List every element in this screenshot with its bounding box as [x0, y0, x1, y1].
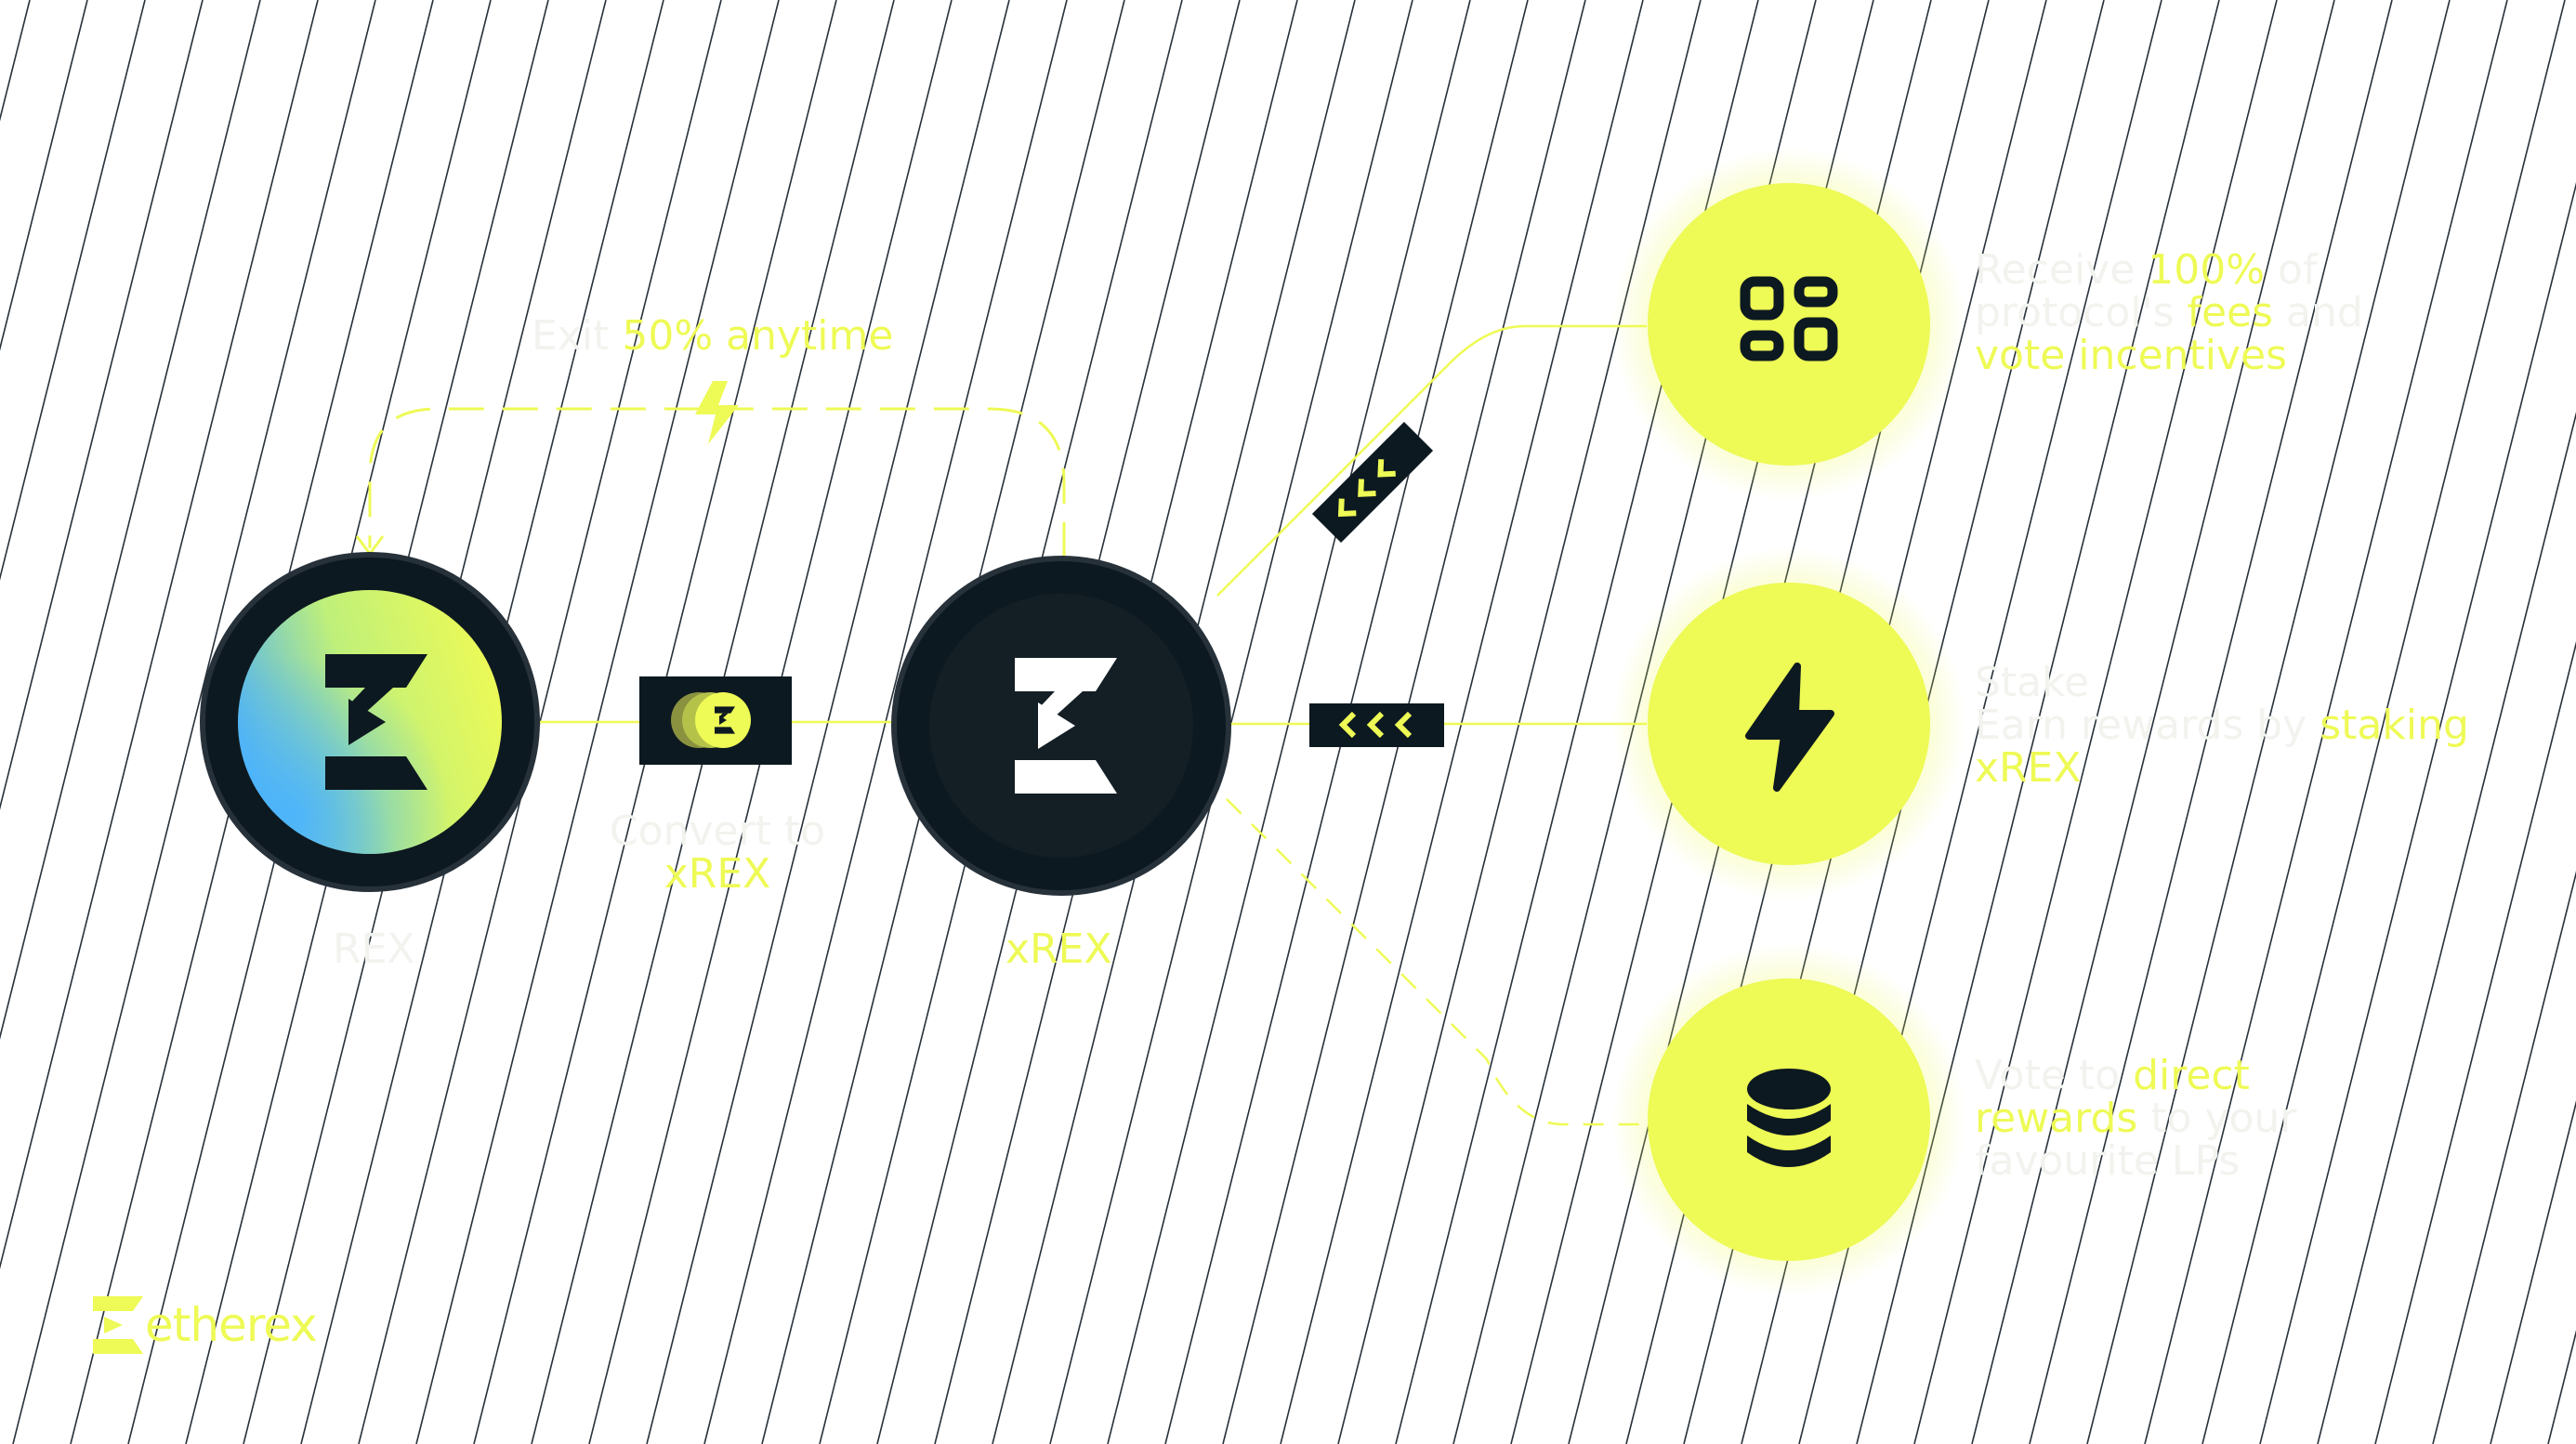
- xrex-token: [891, 556, 1231, 896]
- benefit-text-part: 100%: [2148, 246, 2266, 294]
- background-line: [2201, 0, 2566, 1444]
- convert-label-line1: Convert to: [609, 807, 826, 855]
- background-line: [2374, 641, 2576, 1444]
- benefit-text-part: xREX: [1975, 744, 2082, 793]
- benefit-text-part: direct: [2133, 1052, 2250, 1099]
- coins-icon: [1747, 1069, 1831, 1167]
- background-line: [2259, 181, 2576, 1444]
- background-line: [1913, 0, 2278, 1444]
- rex-token: [200, 552, 540, 892]
- benefit-voting: [1612, 943, 1965, 1296]
- arrow-chip-upper: [1311, 421, 1434, 544]
- benefit-staking: [1612, 547, 1965, 900]
- convert-badge: [639, 676, 792, 765]
- background-line: [1280, 0, 1644, 1444]
- benefit-fees: [1612, 148, 1965, 501]
- grid-icon: [1740, 276, 1838, 361]
- background-line: [12, 0, 376, 1444]
- background-line: [2490, 1100, 2576, 1444]
- benefit-text-part: Vote to: [1975, 1052, 2134, 1099]
- benefit-text-part: and: [2273, 289, 2363, 337]
- background-line: [0, 0, 146, 581]
- background-line: [2547, 1330, 2576, 1444]
- exit-label-highlight: 50% anytime: [622, 312, 894, 360]
- background-line: [2086, 0, 2451, 1444]
- exit-lightning-icon: [695, 381, 739, 444]
- background-line: [1107, 0, 1471, 1444]
- brand-logo: etherex: [91, 1294, 333, 1358]
- benefit-text-part: fees: [2187, 289, 2274, 337]
- convert-label: Convert to xREX: [606, 811, 829, 895]
- benefit-text-part: to your: [2137, 1095, 2297, 1143]
- convert-label-line2: xREX: [664, 850, 771, 898]
- benefit-text-part: of: [2265, 246, 2318, 294]
- brand-name: etherex: [145, 1298, 318, 1352]
- background-line: [1971, 0, 2335, 1444]
- background-line: [2432, 871, 2576, 1444]
- background-line: [2144, 0, 2508, 1444]
- exit-label: Exit 50% anytime: [532, 316, 893, 357]
- background-line: [0, 0, 88, 351]
- background-line: [0, 0, 319, 1270]
- lightning-icon: [1745, 663, 1834, 792]
- benefit-text-part: Stake: [1975, 659, 2090, 706]
- background-line: [0, 0, 31, 122]
- xrex-label: xREX: [1005, 925, 1112, 973]
- background-line: [2317, 411, 2576, 1444]
- benefit-text-part: Receive: [1975, 246, 2149, 294]
- benefit-text-part: Earn rewards by: [1975, 702, 2320, 750]
- benefit-text-part: staking: [2320, 702, 2469, 750]
- exit-label-prefix: Exit: [532, 312, 610, 360]
- benefit-text-part: favourite LPs: [1975, 1137, 2241, 1186]
- background-line: [2029, 0, 2393, 1444]
- benefit-text-part: vote incentives: [1975, 332, 2288, 380]
- background-line: [0, 0, 261, 1040]
- benefit-text-part: rewards: [1975, 1095, 2138, 1143]
- brand-mark-icon: [93, 1296, 143, 1354]
- background-line: [1049, 0, 1413, 1444]
- rex-label: REX: [333, 925, 415, 973]
- background-line: [0, 0, 204, 810]
- arrow-chip-middle: [1309, 703, 1444, 747]
- benefit-text-part: protocol's: [1975, 289, 2188, 337]
- exit-arrow-path: [368, 407, 1066, 558]
